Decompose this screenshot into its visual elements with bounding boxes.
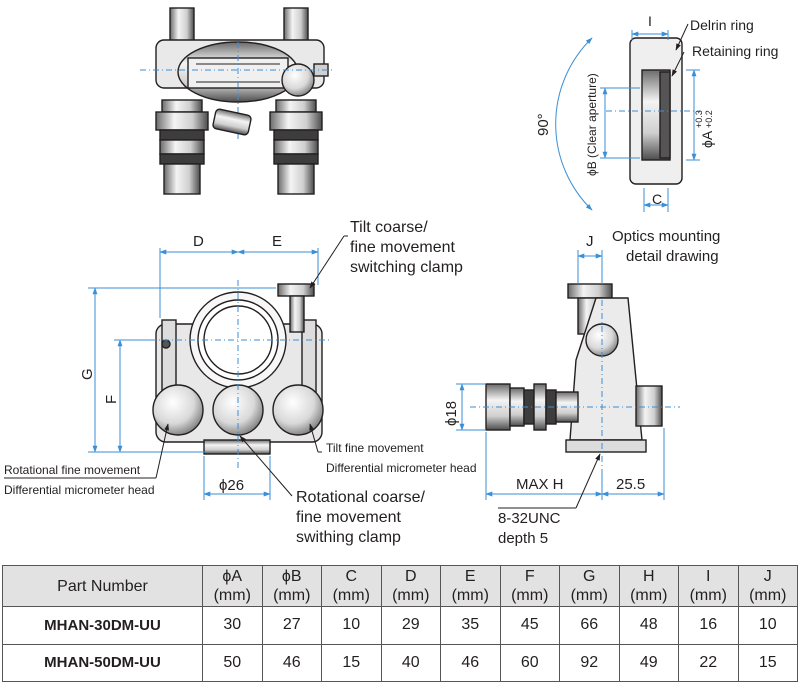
rot-fine-line1: Rotational fine movement xyxy=(4,463,141,477)
header-phi-a: ϕA(mm) xyxy=(202,565,263,607)
dim-j-label: J xyxy=(586,233,594,250)
phi-a-label: ϕA +0.3 +0.2 xyxy=(694,110,715,148)
thread-line1: 8-32UNC xyxy=(498,510,561,527)
optics-mounting-line2: detail drawing xyxy=(626,248,719,265)
value-cell: 15 xyxy=(321,643,382,682)
value-cell: 27 xyxy=(261,606,322,645)
dim-f-label: F xyxy=(103,395,120,404)
value-cell: 16 xyxy=(678,606,739,645)
optics-mounting-line1: Optics mounting xyxy=(612,228,720,245)
value-cell: 29 xyxy=(380,606,441,645)
tilt-coarse-line2: fine movement xyxy=(350,239,455,256)
value-cell: 30 xyxy=(202,606,263,645)
thread-line2: depth 5 xyxy=(498,530,548,547)
tilt-fine-line2: Differential micrometer head xyxy=(326,461,477,475)
rot-fine-line2: Differential micrometer head xyxy=(4,483,155,497)
optics-mount-detail xyxy=(555,23,700,212)
part-number-cell: MHAN-30DM-UU xyxy=(2,606,203,645)
phi-a-tol-upper: +0.3 xyxy=(694,110,704,128)
dim-25-5-label: 25.5 xyxy=(616,476,645,493)
rot-coarse-line2: fine movement xyxy=(296,509,401,526)
phi-a-tol-lower: +0.2 xyxy=(704,110,714,128)
dim-i-label: I xyxy=(648,13,652,29)
header-d: D(mm) xyxy=(380,565,441,607)
side-view xyxy=(456,250,680,509)
header-phi-b: ϕB(mm) xyxy=(261,565,322,607)
value-cell: 22 xyxy=(678,643,739,682)
value-cell: 66 xyxy=(559,606,620,645)
value-cell: 92 xyxy=(559,643,620,682)
rot-coarse-line1: Rotational coarse/ xyxy=(296,489,426,506)
clear-aperture-label: ϕB (Clear aperture) xyxy=(585,73,599,176)
part-number-cell: MHAN-50DM-UU xyxy=(2,643,203,682)
dim-e-label: E xyxy=(272,233,282,250)
table-row: MHAN-50DM-UU 50 46 15 40 46 60 92 49 22 … xyxy=(2,643,798,682)
tilt-coarse-line3: switching clamp xyxy=(350,259,463,276)
spec-table: Part Number ϕA(mm) ϕB(mm) C(mm) D(mm) E(… xyxy=(2,565,798,682)
value-cell: 35 xyxy=(440,606,501,645)
dim-d-label: D xyxy=(193,233,204,250)
retaining-ring-label: Retaining ring xyxy=(692,43,778,59)
value-cell: 15 xyxy=(737,643,798,682)
dim-g-label: G xyxy=(79,368,96,380)
phi-a-base: ϕA xyxy=(699,130,715,148)
front-view xyxy=(4,235,348,500)
header-g: G(mm) xyxy=(559,565,620,607)
value-cell: 50 xyxy=(202,643,263,682)
header-row: Part Number ϕA(mm) ϕB(mm) C(mm) D(mm) E(… xyxy=(2,565,798,607)
value-cell: 60 xyxy=(499,643,560,682)
dim-phi26-label: ϕ26 xyxy=(219,477,244,494)
header-c: C(mm) xyxy=(321,565,382,607)
header-f: F(mm) xyxy=(499,565,560,607)
header-j: J(mm) xyxy=(737,565,798,607)
header-i: I(mm) xyxy=(678,565,739,607)
header-e: E(mm) xyxy=(440,565,501,607)
rot-coarse-line3: swithing clamp xyxy=(296,529,401,546)
value-cell: 40 xyxy=(380,643,441,682)
top-view xyxy=(140,7,335,195)
value-cell: 45 xyxy=(499,606,560,645)
header-h: H(mm) xyxy=(618,565,679,607)
value-cell: 48 xyxy=(618,606,679,645)
value-cell: 10 xyxy=(737,606,798,645)
dim-max-h-label: MAX H xyxy=(516,476,564,493)
value-cell: 46 xyxy=(440,643,501,682)
dim-phi18-label: ϕ18 xyxy=(443,401,460,426)
delrin-ring-label: Delrin ring xyxy=(690,17,754,33)
value-cell: 49 xyxy=(618,643,679,682)
value-cell: 10 xyxy=(321,606,382,645)
tilt-coarse-line1: Tilt coarse/ xyxy=(350,219,428,236)
angle-90-label: 90° xyxy=(535,113,552,136)
tilt-fine-line1: Tilt fine movement xyxy=(326,441,424,455)
table-row: MHAN-30DM-UU 30 27 10 29 35 45 66 48 16 … xyxy=(2,606,798,645)
value-cell: 46 xyxy=(261,643,322,682)
technical-drawing: Delrin ring Retaining ring 90° ϕB (Clear… xyxy=(4,7,778,547)
header-part-number: Part Number xyxy=(2,565,203,607)
dim-c-label: C xyxy=(652,191,662,207)
